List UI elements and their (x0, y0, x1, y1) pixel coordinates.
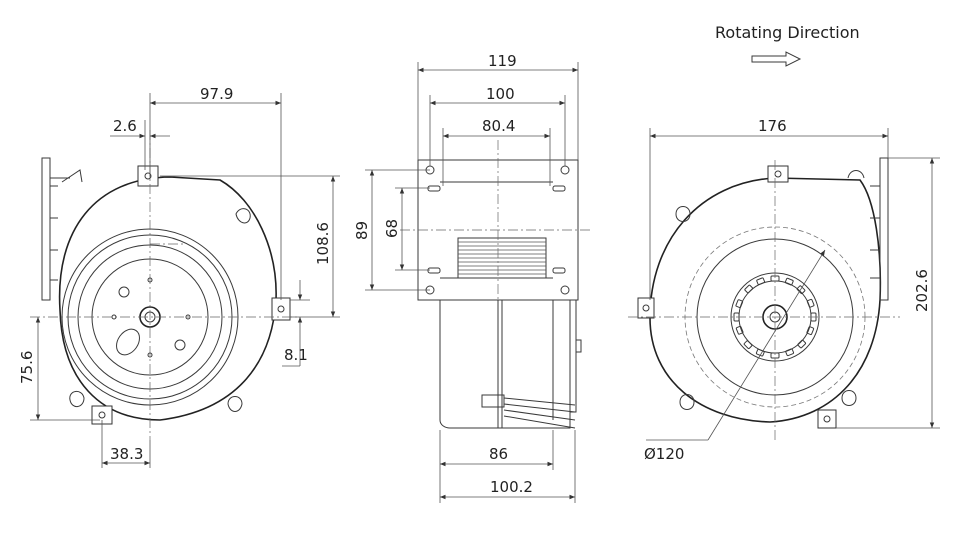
dim-100-2: 100.2 (490, 478, 533, 496)
dim-38-3: 38.3 (110, 445, 143, 463)
dim-2-6: 2.6 (113, 117, 137, 135)
front-dimensions: 97.9 2.6 108.6 8.1 75.6 38.3 (18, 85, 340, 468)
side-dimensions: 119 100 80.4 89 68 86 100.2 (353, 52, 579, 503)
dim-89: 89 (353, 221, 371, 240)
dim-100: 100 (486, 85, 515, 103)
front-view (30, 130, 300, 440)
back-dimensions: 176 202.6 Ø120 (644, 117, 940, 463)
back-view (628, 157, 900, 440)
side-view (400, 140, 590, 429)
dim-119: 119 (488, 52, 517, 70)
dim-108-6: 108.6 (314, 222, 332, 265)
rotating-direction-label: Rotating Direction (715, 23, 860, 42)
direction-arrow-icon (751, 51, 802, 67)
dim-75-6: 75.6 (18, 351, 36, 384)
dim-86: 86 (489, 445, 508, 463)
dim-8-1: 8.1 (284, 346, 308, 364)
dim-diameter-120: Ø120 (644, 445, 684, 463)
dim-68: 68 (383, 219, 401, 238)
dim-97-9: 97.9 (200, 85, 233, 103)
dim-202-6: 202.6 (913, 269, 931, 312)
dim-176: 176 (758, 117, 787, 135)
dim-80-4: 80.4 (482, 117, 515, 135)
rotating-direction-note: Rotating Direction (715, 23, 860, 67)
